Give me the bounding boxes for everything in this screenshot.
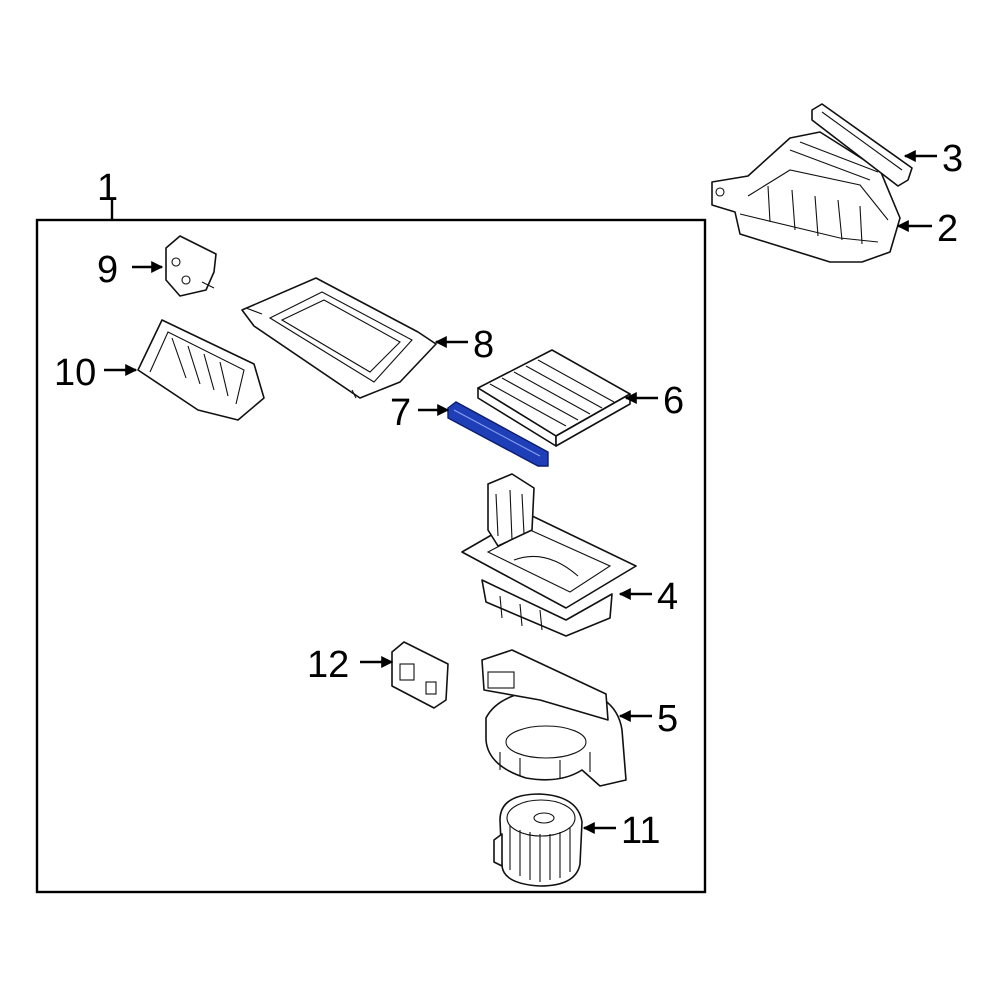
callout-8[interactable]: 8 <box>473 324 494 366</box>
part-8-filter-door[interactable] <box>241 277 437 399</box>
part-4-upper-case[interactable] <box>461 473 637 637</box>
callout-1[interactable]: 1 <box>97 167 118 209</box>
callout-9[interactable]: 9 <box>97 249 118 291</box>
callout-2[interactable]: 2 <box>937 208 958 250</box>
part-6-cabin-filter[interactable] <box>477 349 631 447</box>
callout-10[interactable]: 10 <box>54 352 96 394</box>
callout-7[interactable]: 7 <box>390 392 411 434</box>
part-10-duct[interactable] <box>137 319 265 421</box>
callout-5[interactable]: 5 <box>657 698 678 740</box>
callout-12[interactable]: 12 <box>307 644 349 686</box>
part-11-blower-motor[interactable] <box>493 793 583 887</box>
callout-6[interactable]: 6 <box>663 380 684 422</box>
callout-4[interactable]: 4 <box>657 576 678 618</box>
part-12-resistor[interactable] <box>391 641 449 709</box>
part-7-bracket[interactable] <box>447 401 549 467</box>
callout-3[interactable]: 3 <box>942 138 963 180</box>
assembly-frame <box>35 218 707 894</box>
callout-11[interactable]: 11 <box>621 810 660 852</box>
part-3-seal[interactable] <box>811 103 913 187</box>
part-2-housing[interactable] <box>711 131 901 263</box>
part-5-lower-housing[interactable] <box>481 649 627 787</box>
part-9-actuator[interactable] <box>165 235 217 297</box>
